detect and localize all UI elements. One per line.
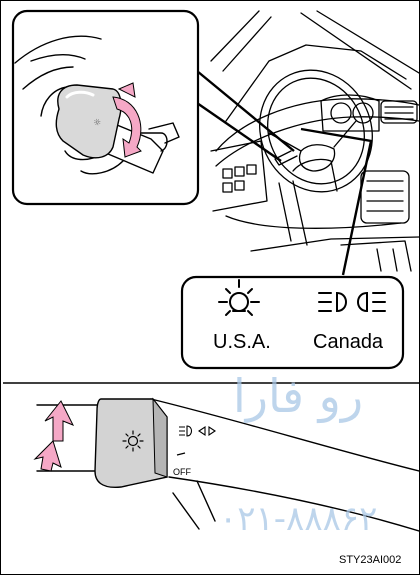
watermark-persian-text: رو فارا <box>233 369 363 423</box>
inset-light-symbols <box>182 277 403 368</box>
dashboard-illustration <box>211 11 419 271</box>
watermark-phone-digits: ۰۲۱-۸۸۸۶۲ <box>219 499 377 539</box>
stalk-turn-arrows-icon <box>199 427 215 435</box>
off-marking: OFF <box>173 467 191 477</box>
image-code: STY23AI002 <box>339 554 401 566</box>
label-canada: Canada <box>313 331 383 354</box>
inset-rotate-knob: ☼ <box>13 11 198 204</box>
rotate-up-arrow-icon <box>35 401 73 471</box>
stalk-beam-icon <box>179 426 192 436</box>
label-usa: U.S.A. <box>213 331 271 354</box>
